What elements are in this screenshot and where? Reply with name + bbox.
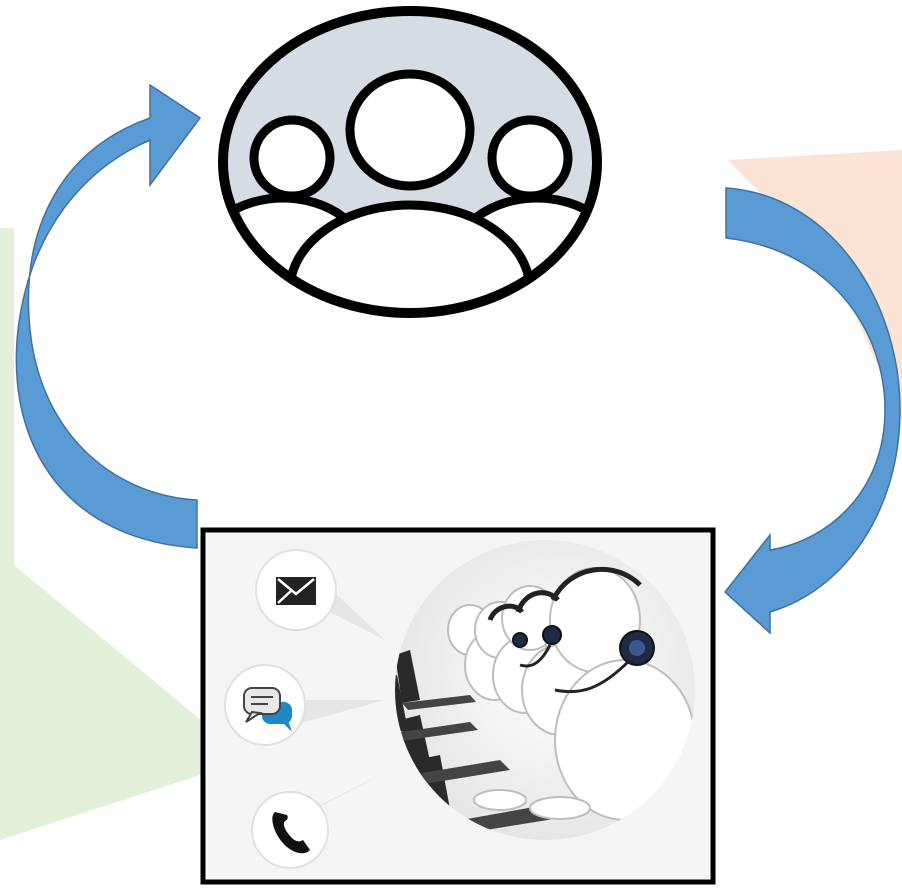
- chat-bubble: [225, 665, 305, 745]
- left-curved-arrow: [16, 85, 200, 548]
- phone-bubble: [252, 792, 328, 868]
- background-peach-shape: [728, 150, 902, 420]
- email-icon: [276, 577, 316, 605]
- email-bubble: [256, 550, 336, 630]
- call-center-agents-icon: [203, 530, 713, 882]
- user-group-icon: [198, 11, 622, 375]
